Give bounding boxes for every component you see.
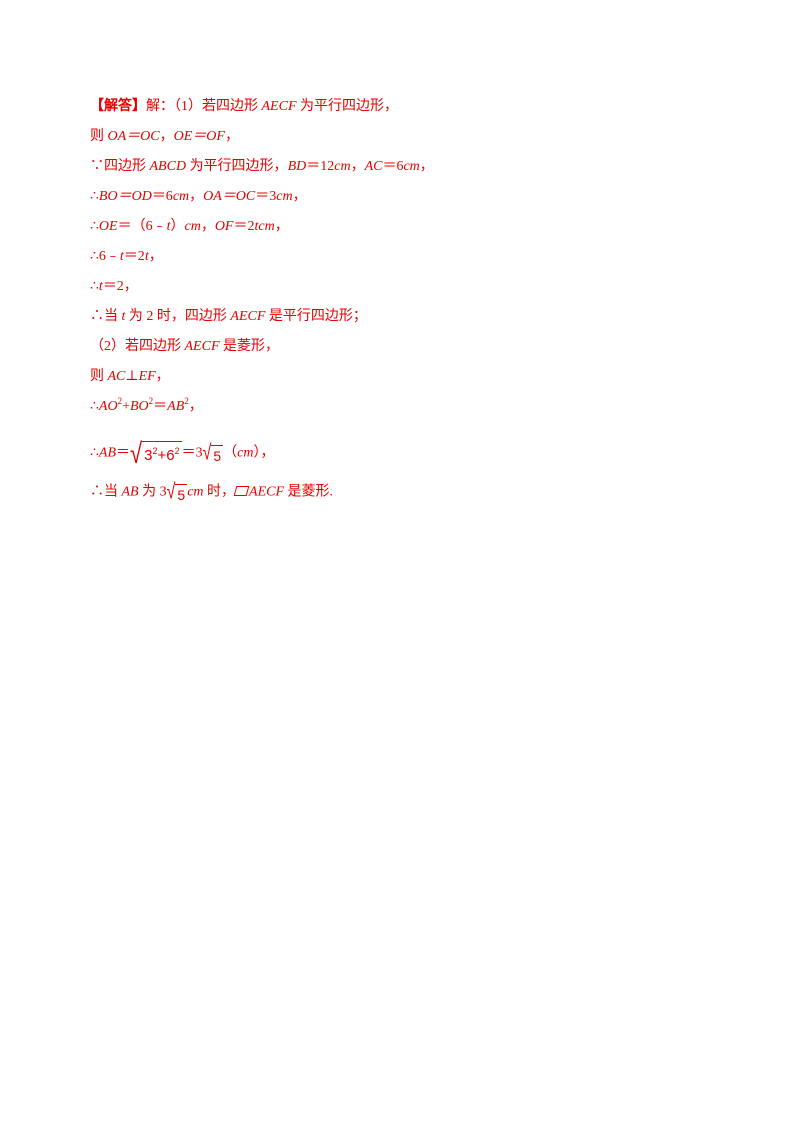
solution-line-7: ∴t＝2， [90,279,138,294]
sqrt-expression-5: √5 [202,442,224,466]
solution-line-4: ∴BO＝OD＝6cm，OA＝OC＝3cm， [90,189,307,204]
radical-sign-icon: √ [202,442,212,466]
solution-line-9: （2）若四边形 AECF 是菱形， [90,339,279,354]
parallelogram-symbol-icon [233,485,250,496]
solution-line-3: ∵四边形 ABCD 为平行四边形，BD＝12cm，AC＝6cm， [90,159,434,174]
solution-line-8: ∴当 t 为 2 时，四边形 AECF 是平行四边形； [90,309,367,324]
solution-line-11: ∴AO2+BO2＝AB2， [90,396,203,415]
radical-sign-icon: √ [166,481,176,505]
solution-line-1: 【解答】解：（1）若四边形 AECF 为平行四边形， [90,99,398,114]
solution-line-5: ∴OE＝（6﹣t）cm，OF＝2tcm， [90,219,289,234]
solution-line-12: ∴AB＝√32+62＝3√5（cm）， [90,436,275,470]
solution-line-6: ∴6﹣t＝2t， [90,249,163,264]
sqrt-expression-3sq-plus-6sq: √32+62 [130,436,182,470]
solution-line-10: 则 AC⊥EF， [90,369,170,384]
solution-header: 【解答】 [90,99,146,114]
solution-line-2: 则 OA＝OC，OE＝OF， [90,129,239,144]
sqrt-expression-5: √5 [166,481,188,505]
radical-sign-icon: √ [130,436,143,470]
